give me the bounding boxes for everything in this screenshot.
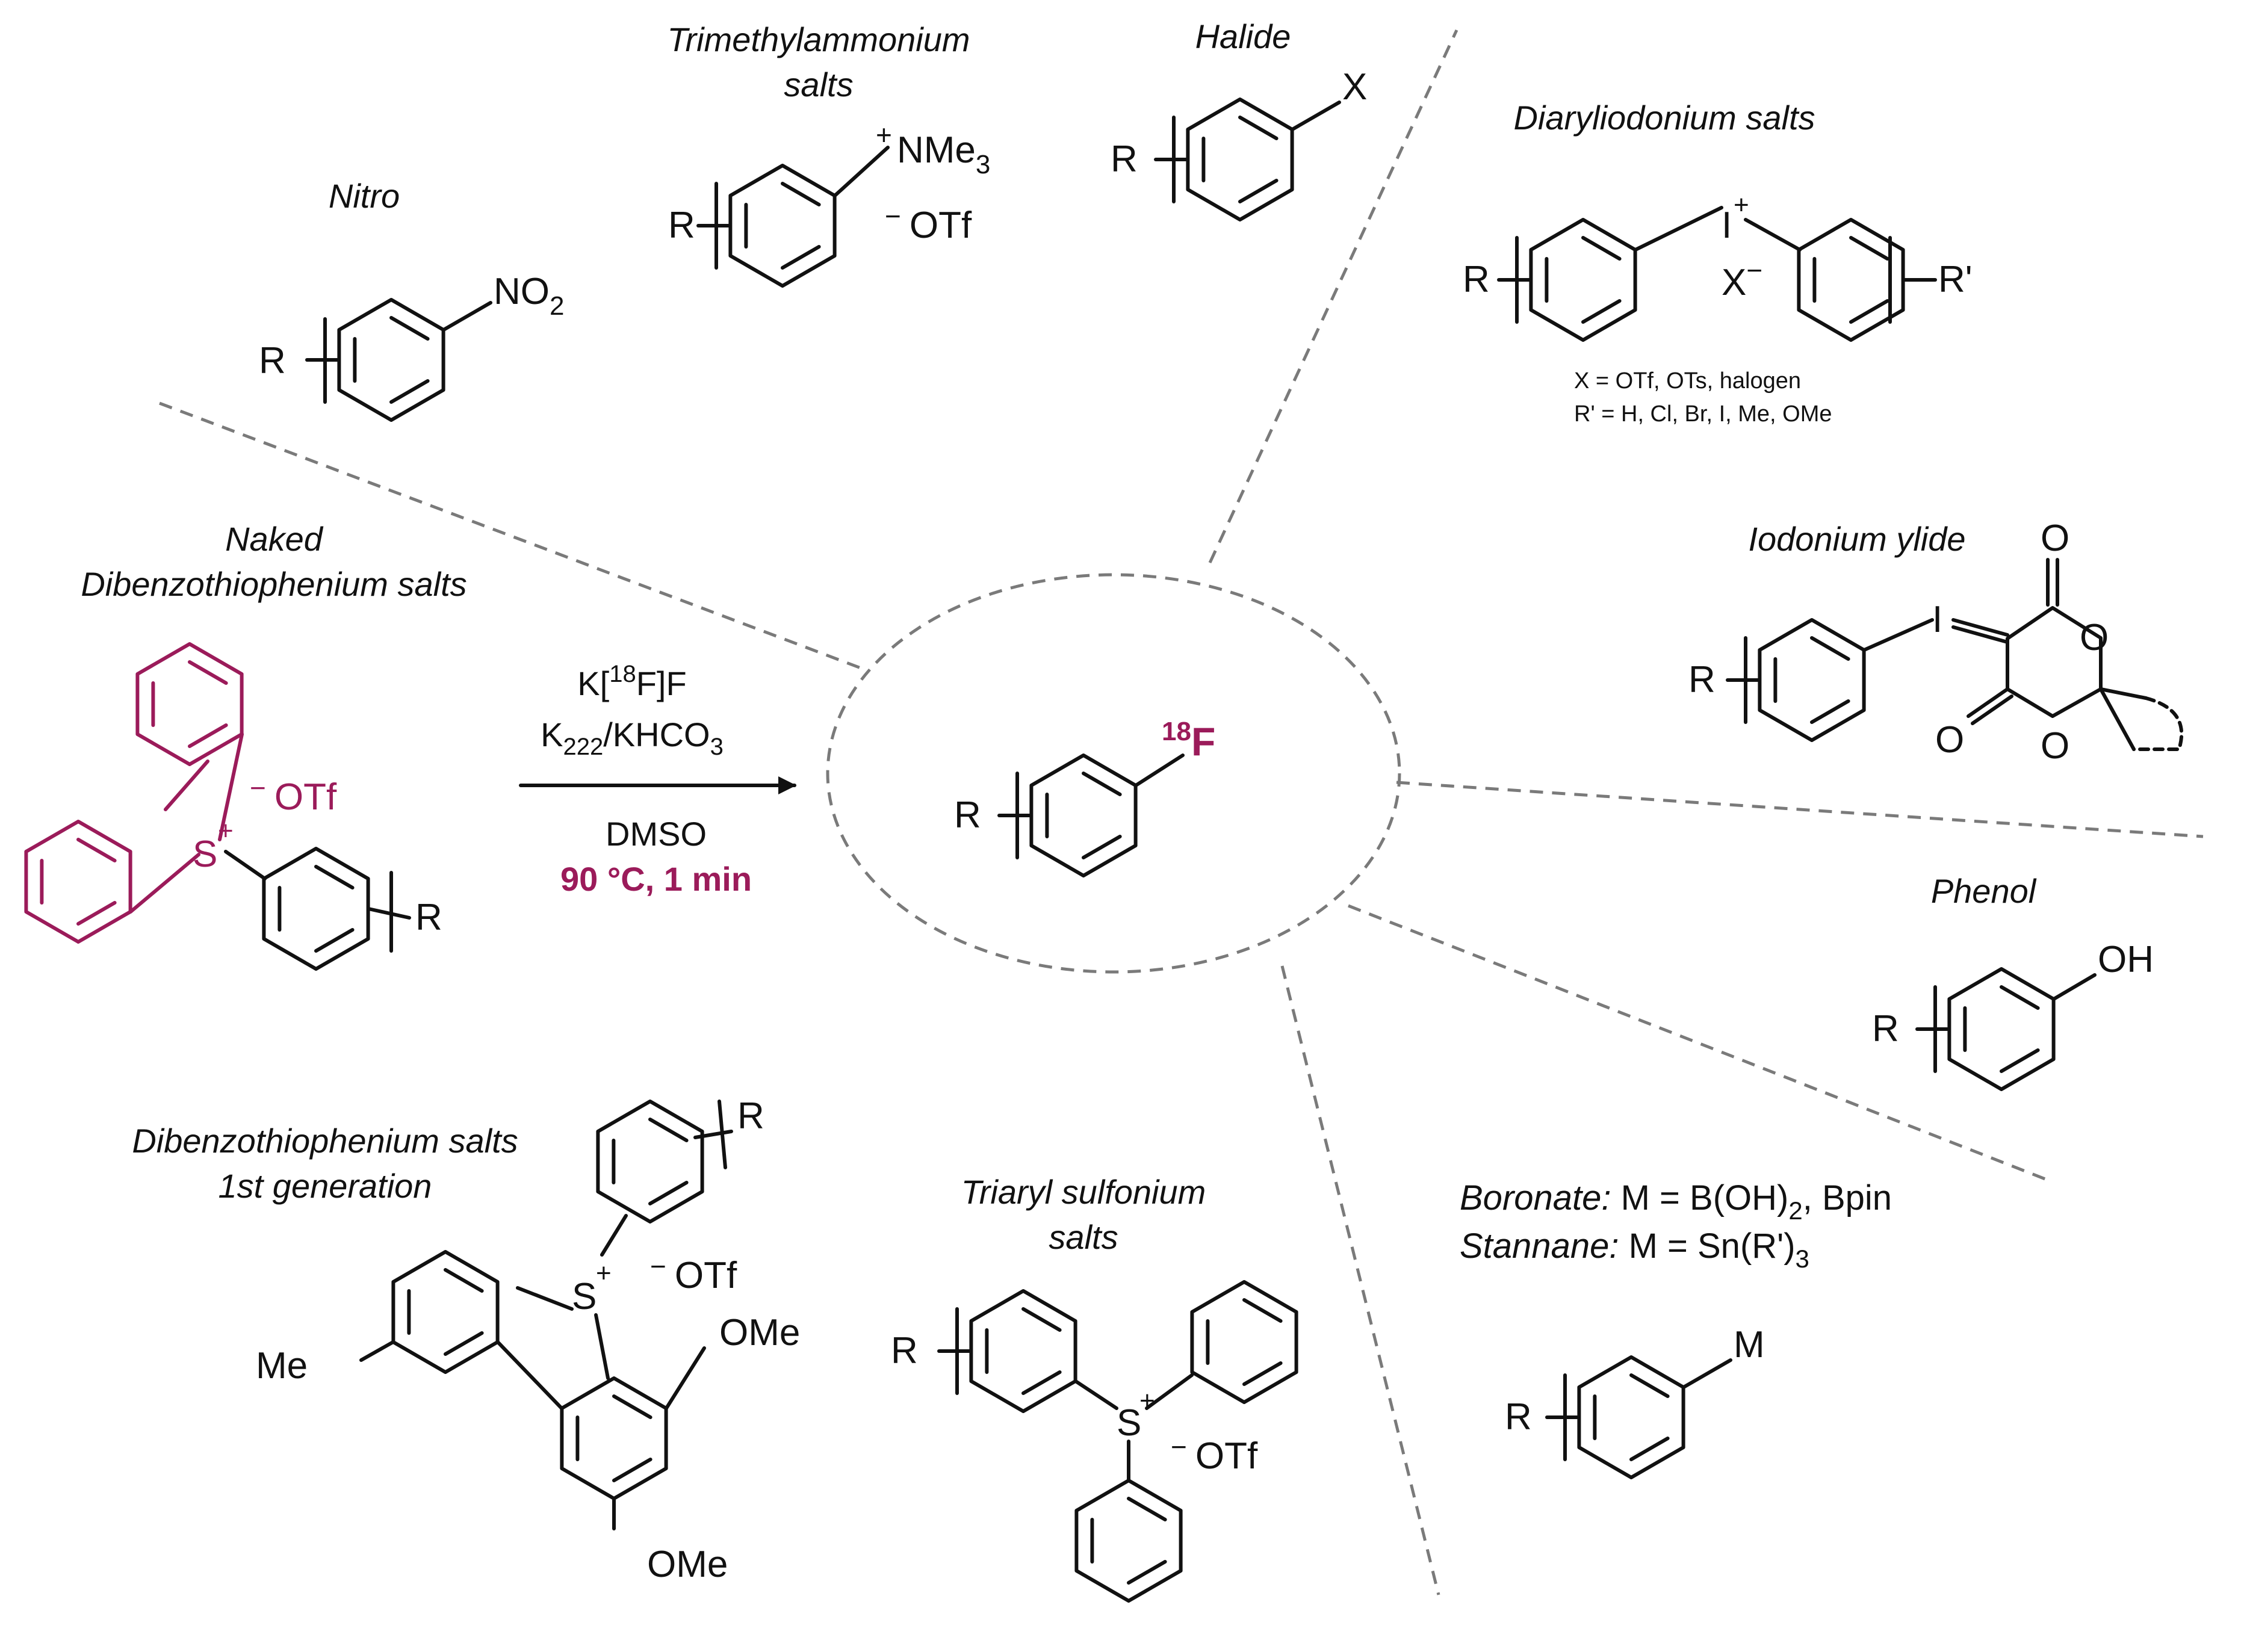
nitro-group: NO2 <box>494 271 564 321</box>
iodonium-ylide-oxygen-ring-2: O <box>2041 725 2069 767</box>
dbt-first-methyl: Me <box>256 1345 308 1387</box>
dbt-first-plus: + <box>596 1258 612 1288</box>
boronate-group: M <box>1734 1324 1765 1366</box>
trimethylammonium-r: R <box>668 205 695 246</box>
dbt-first-r: R <box>737 1095 764 1137</box>
trimethylammonium-label-1: Trimethylammonium <box>667 20 970 58</box>
halide-structure: Halide X R <box>1111 17 1367 220</box>
diaryliodonium-r: R <box>1463 259 1490 300</box>
dbt-first-generation-structure: Dibenzothiophenium salts 1st generation … <box>132 1095 800 1585</box>
nitro-r: R <box>259 340 286 382</box>
iodonium-ylide-label: Iodonium ylide <box>1748 520 1965 558</box>
naked-plus: + <box>218 816 234 846</box>
boronate-line: Boronate: M = B(OH)2, Bpin <box>1460 1178 1892 1225</box>
trimethylammonium-group: NMe3 <box>897 129 990 179</box>
halide-label: Halide <box>1195 17 1291 55</box>
naked-counterion: −OTf <box>250 772 337 818</box>
trimethylammonium-label-2: salts <box>784 66 853 104</box>
halide-group: X <box>1342 66 1367 108</box>
diaryliodonium-note-2: R' = H, Cl, Br, I, Me, OMe <box>1574 401 1832 427</box>
nitro-structure: Nitro NO2 R <box>259 177 564 420</box>
product-structure: 18F R <box>954 717 1215 876</box>
diaryliodonium-note-1: X = OTf, OTs, halogen <box>1574 368 1801 394</box>
trimethylammonium-structure: Trimethylammonium salts + NMe3 −OTf R <box>667 20 990 286</box>
diaryliodonium-plus: + <box>1734 190 1749 220</box>
triaryl-sulfur: S <box>1117 1402 1141 1444</box>
product-r: R <box>954 794 981 836</box>
diaryliodonium-anion: X− <box>1722 255 1762 303</box>
stannane-line: Stannane: M = Sn(R')3 <box>1460 1227 1809 1273</box>
dbt-first-ome-bottom: OMe <box>647 1544 728 1585</box>
product-ellipse <box>826 573 1401 974</box>
dbt-first-label-2: 1st generation <box>219 1167 432 1205</box>
phenol-group: OH <box>2098 939 2154 980</box>
iodonium-ylide-oxygen-ring-1: O <box>2080 617 2109 658</box>
dbt-first-ome-top: OMe <box>719 1312 800 1353</box>
phenol-label: Phenol <box>1931 872 2037 910</box>
iodonium-ylide-iodine: I <box>1932 599 1942 640</box>
trimethylammonium-counterion: −OTf <box>885 200 972 246</box>
diaryliodonium-structure: Diaryliodonium salts I + X− R R' X = OTf… <box>1463 99 1973 427</box>
dbt-first-counterion: −OTf <box>650 1251 737 1296</box>
sector-dividers <box>159 29 2204 1595</box>
iodonium-ylide-oxygen-bottom: O <box>1935 719 1964 761</box>
naked-sulfur: S <box>193 834 217 875</box>
triaryl-r: R <box>891 1330 918 1372</box>
reaction-conditions: K[18F]F K222/KHCO3 DMSO 90 °C, 1 min <box>519 661 796 898</box>
naked-label-1: Naked <box>225 520 324 558</box>
triaryl-label-2: salts <box>1049 1218 1118 1256</box>
temperature-text: 90 °C, 1 min <box>560 860 752 898</box>
product-fluorine: 18F <box>1162 717 1215 764</box>
diaryliodonium-iodine: I <box>1722 205 1732 246</box>
naked-dbt-structure: Naked Dibenzothiophenium salts S + −OTf … <box>26 520 467 969</box>
phenol-r: R <box>1872 1008 1899 1050</box>
triaryl-counterion: −OTf <box>1171 1431 1258 1477</box>
halide-r: R <box>1111 138 1138 180</box>
triaryl-label-1: Triaryl sulfonium <box>961 1173 1206 1211</box>
boronate-r: R <box>1505 1396 1532 1438</box>
iodonium-ylide-oxygen-top: O <box>2041 518 2069 559</box>
base-text: K222/KHCO3 <box>541 716 724 760</box>
dbt-first-sulfur: S <box>572 1276 597 1317</box>
trimethylammonium-plus: + <box>876 119 892 150</box>
dbt-first-label-1: Dibenzothiophenium salts <box>132 1122 518 1160</box>
iodonium-ylide-structure: Iodonium ylide I O O O O R <box>1688 518 2184 767</box>
triaryl-plus: + <box>1139 1386 1155 1415</box>
iodonium-ylide-r: R <box>1688 659 1716 701</box>
naked-label-2: Dibenzothiophenium salts <box>81 565 466 603</box>
solvent-text: DMSO <box>606 815 707 853</box>
diaryliodonium-r-prime: R' <box>1938 259 1973 300</box>
nitro-label: Nitro <box>329 177 400 215</box>
triaryl-sulfonium-structure: Triaryl sulfonium salts S + −OTf R <box>891 1173 1297 1601</box>
phenol-structure: Phenol OH R <box>1872 872 2154 1089</box>
reagent-text: K[18F]F <box>577 661 686 702</box>
naked-r: R <box>415 897 442 938</box>
boronate-stannane-structure: Boronate: M = B(OH)2, Bpin Stannane: M =… <box>1460 1178 1892 1477</box>
diaryliodonium-label: Diaryliodonium salts <box>1513 99 1815 137</box>
